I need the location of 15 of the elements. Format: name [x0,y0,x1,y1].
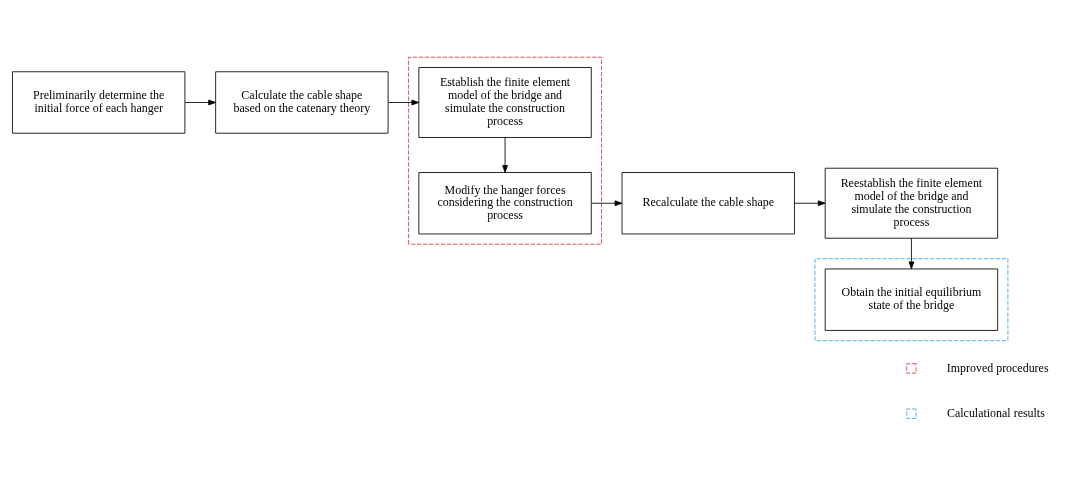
node-box: Obtain the initial equilibrium state of the bridge [824,268,999,331]
arrow [908,237,915,270]
legend-label: Calculational results [947,405,1045,420]
arrow [387,99,420,106]
arrow [794,200,826,207]
node-box: Calculate the cable shape based on the catenary theory [215,71,389,134]
node-box: Modify the hanger forces considering the construction process [418,172,592,235]
legend-label: Improved procedures [946,360,1049,375]
arrow [502,137,508,173]
arrow [184,99,216,106]
node-box: Reestablish the finite element model of the bridge and simulate the construction process [824,167,999,239]
node-box: Establish the finite element model of the bridge and simulate the construction process [418,67,592,138]
arrow [591,200,623,207]
node-box: Preliminarily determine the initial force of each hanger [12,71,186,134]
node-box: Recalculate the cable shape [621,172,795,235]
